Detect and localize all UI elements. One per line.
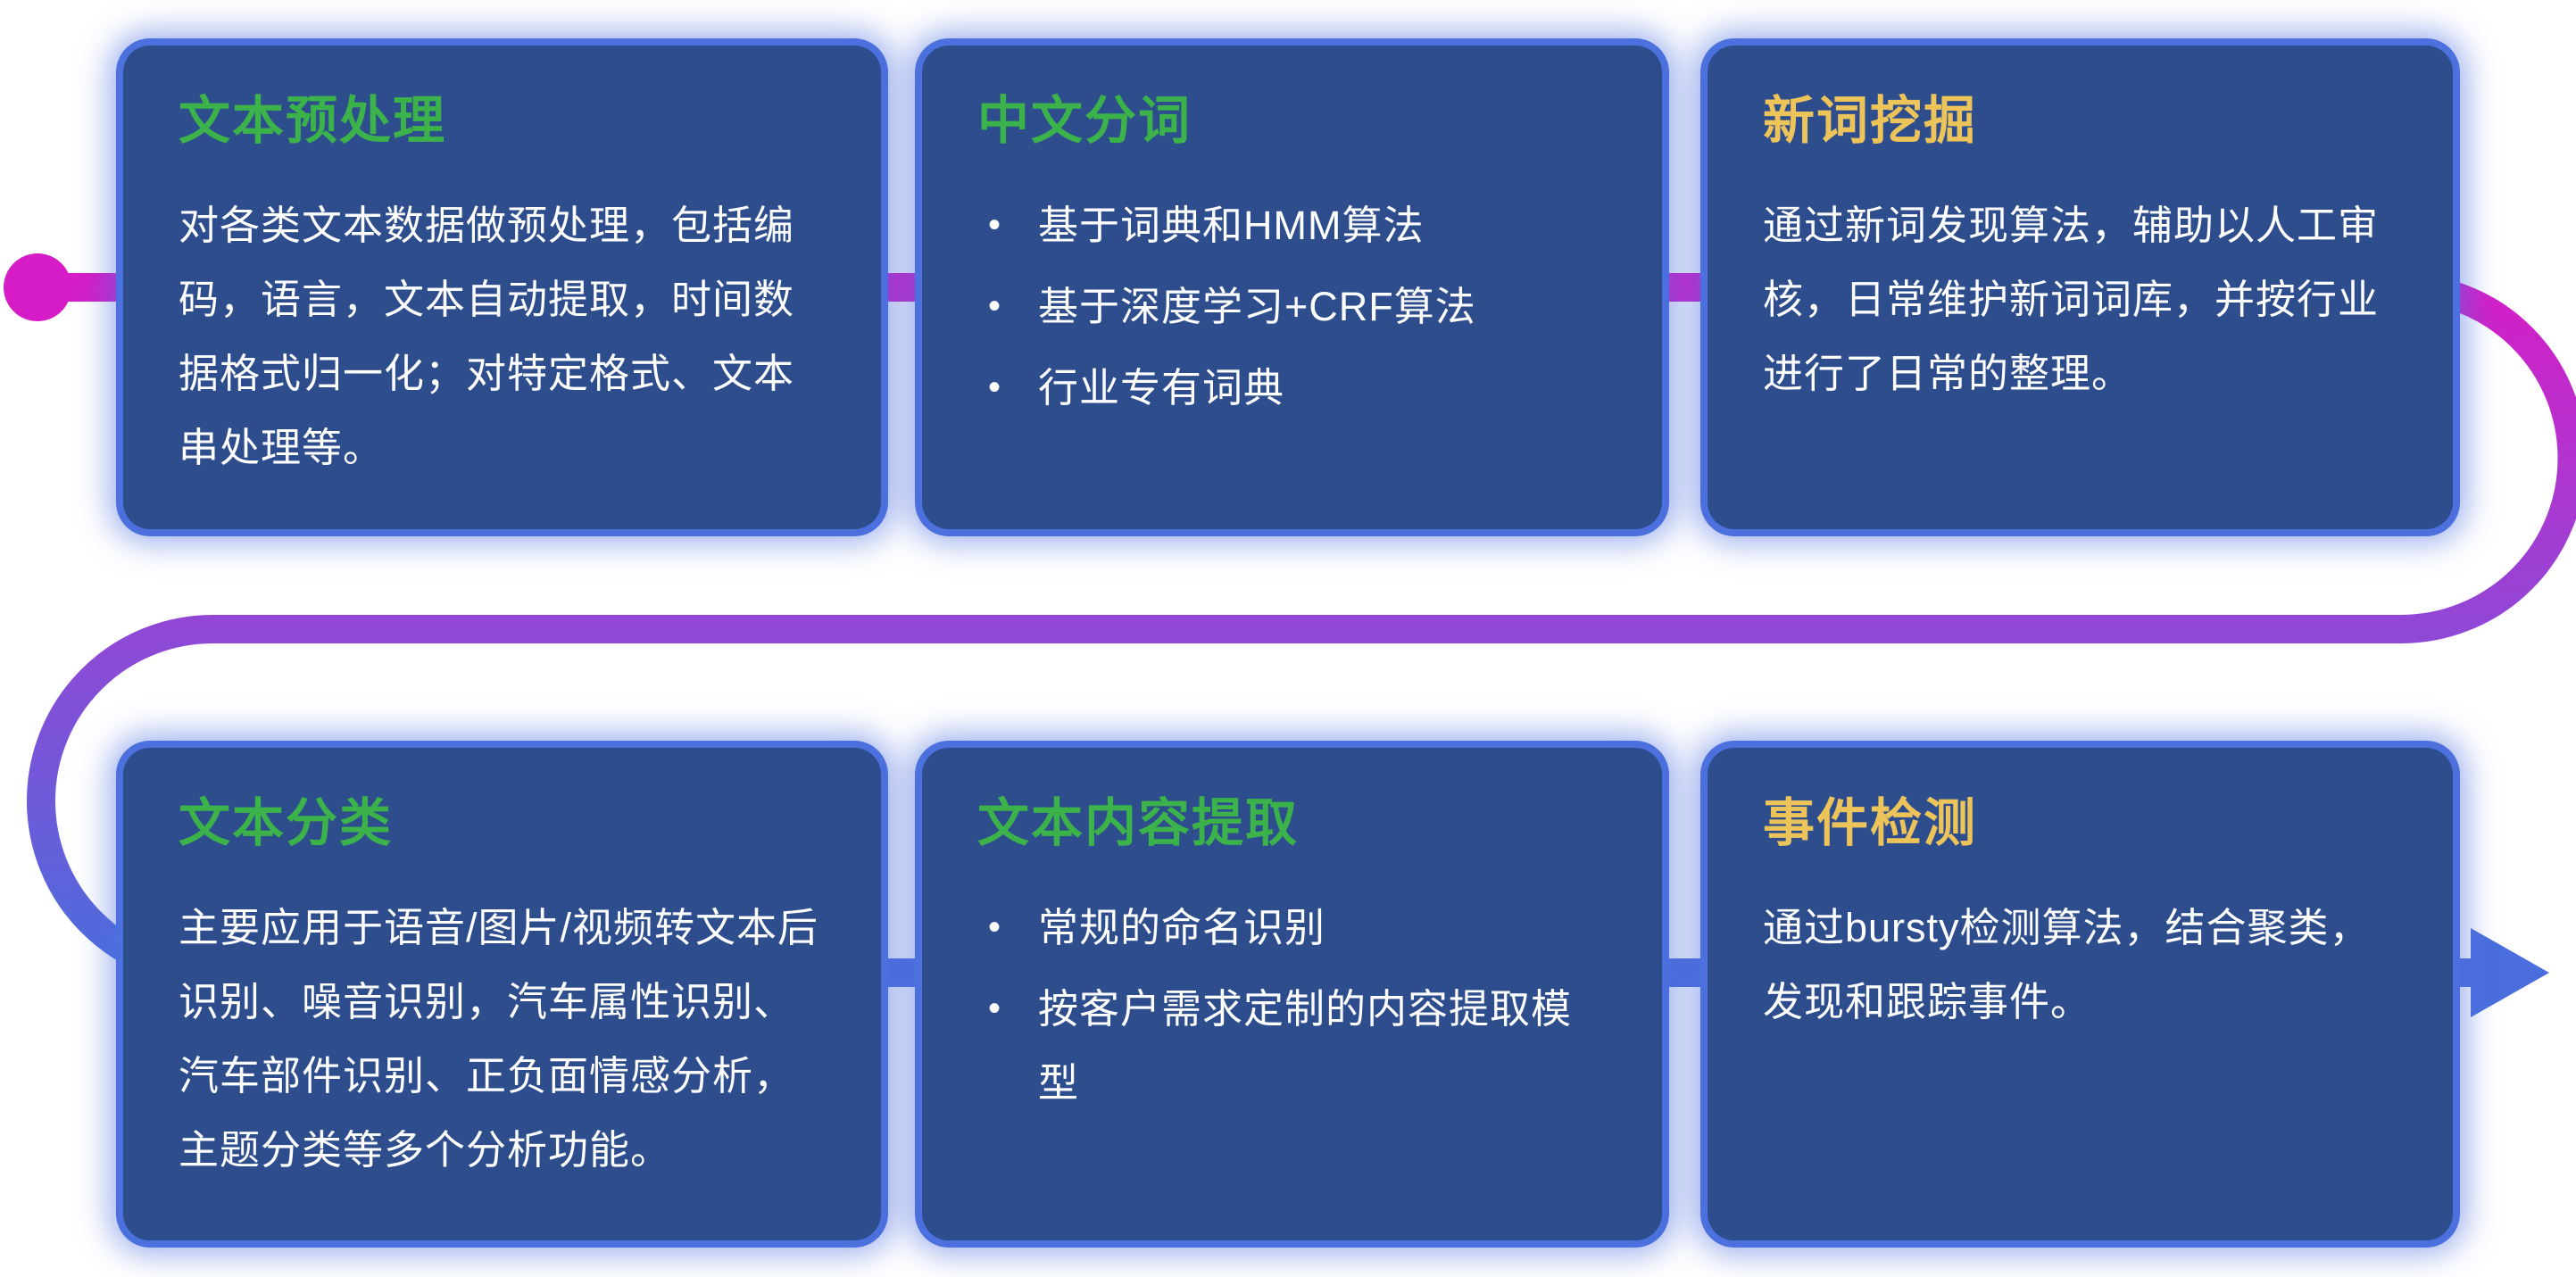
card-text-preprocessing: 文本预处理 对各类文本数据做预处理，包括编码，语言，文本自动提取，时间数据格式归… xyxy=(123,46,881,529)
card-body-text: 对各类文本数据做预处理，包括编码，语言，文本自动提取，时间数据格式归一化；对特定… xyxy=(179,202,795,470)
card-body-text: 通过bursty检测算法，结合聚类，发现和跟踪事件。 xyxy=(1763,904,2371,1024)
list-item: 基于深度学习+CRF算法 xyxy=(977,269,1607,344)
card-chinese-word-segmentation: 中文分词 基于词典和HMM算法 基于深度学习+CRF算法 行业专有词典 xyxy=(922,46,1662,529)
list-item: 行业专有词典 xyxy=(977,351,1607,425)
flow-arrow-icon xyxy=(2471,928,2549,1017)
card-text-classification: 文本分类 主要应用于语音/图片/视频转文本后识别、噪音识别，汽车属性识别、汽车部… xyxy=(123,748,881,1240)
card-new-word-mining: 新词挖掘 通过新词发现算法，辅助以人工审核，日常维护新词词库，并按行业进行了日常… xyxy=(1708,46,2453,529)
card-text-content-extraction: 文本内容提取 常规的命名识别 按客户需求定制的内容提取模型 xyxy=(922,748,1662,1240)
flow-start-dot-icon xyxy=(4,253,71,321)
card-title-chinese-word-segmentation: 中文分词 xyxy=(977,92,1192,150)
feature-list: 基于词典和HMM算法 基于深度学习+CRF算法 行业专有词典 xyxy=(977,188,1607,425)
card-title-event-detection: 事件检测 xyxy=(1763,794,1978,852)
card-event-detection: 事件检测 通过bursty检测算法，结合聚类，发现和跟踪事件。 xyxy=(1708,748,2453,1240)
card-title-text-preprocessing: 文本预处理 xyxy=(179,92,447,150)
list-item: 常规的命名识别 xyxy=(977,891,1607,965)
feature-list: 常规的命名识别 按客户需求定制的内容提取模型 xyxy=(977,891,1607,1120)
card-title-text-content-extraction: 文本内容提取 xyxy=(977,794,1300,852)
flow-path xyxy=(26,273,2576,987)
card-title-new-word-mining: 新词挖掘 xyxy=(1763,92,1978,150)
list-item: 按客户需求定制的内容提取模型 xyxy=(977,972,1607,1120)
card-body-text: 通过新词发现算法，辅助以人工审核，日常维护新词词库，并按行业进行了日常的整理。 xyxy=(1763,202,2380,396)
card-body-text: 主要应用于语音/图片/视频转文本后识别、噪音识别，汽车属性识别、汽车部件识别、正… xyxy=(179,904,819,1173)
card-title-text-classification: 文本分类 xyxy=(179,794,394,852)
list-item: 基于词典和HMM算法 xyxy=(977,188,1607,262)
